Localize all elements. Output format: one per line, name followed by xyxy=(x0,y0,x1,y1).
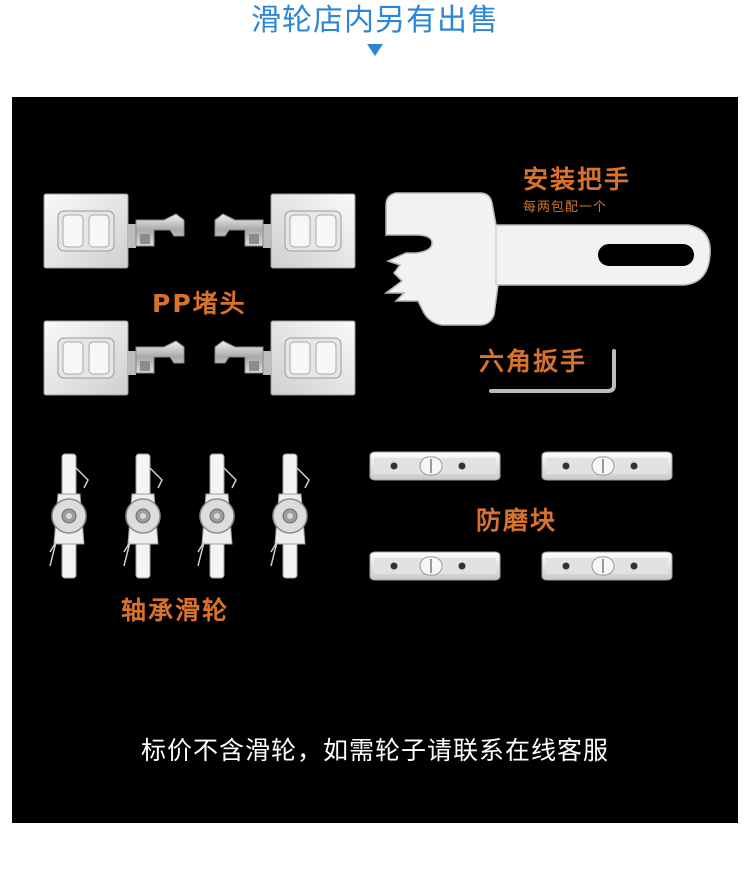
down-arrow-icon xyxy=(367,44,383,56)
bearing-pulley-label: 轴承滑轮 xyxy=(121,596,230,625)
accessories-panel: 安装把手 每两包配一个 PP堵头 六角扳手 轴承滑轮 防磨块 标价不含滑轮，如需… xyxy=(12,97,738,823)
footer-note: 标价不含滑轮，如需轮子请联系在线客服 xyxy=(140,736,609,765)
accessories-illustration xyxy=(43,192,711,581)
install-handle-icon xyxy=(383,192,711,326)
pp-end-cap-label: PP堵头 xyxy=(152,289,247,318)
install-handle-note: 每两包配一个 xyxy=(523,200,608,215)
hex-wrench-label: 六角扳手 xyxy=(479,347,588,376)
wear-block-label: 防磨块 xyxy=(476,506,558,535)
hex-wrench-icon xyxy=(489,349,616,393)
install-handle-label: 安装把手 xyxy=(523,165,632,194)
bearing-pulley-icon xyxy=(49,453,310,579)
header-title: 滑轮店内另有出售 xyxy=(251,3,499,38)
